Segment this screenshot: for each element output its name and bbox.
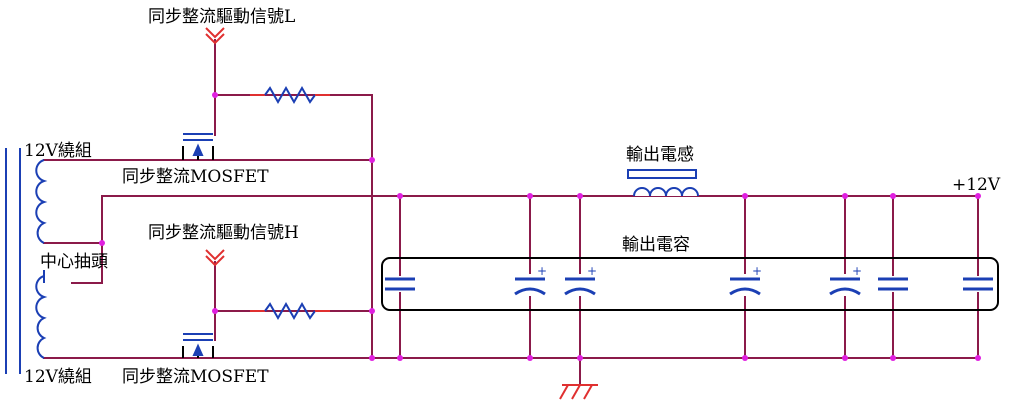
- junction-node: [369, 355, 375, 361]
- junction-node: [842, 355, 848, 361]
- junction-node: [99, 240, 105, 246]
- capacitor-electrolytic-2: +: [564, 264, 597, 296]
- capacitor-electrolytic-4: +: [829, 264, 862, 296]
- capacitor-ceramic-2: [878, 276, 908, 292]
- junction-node: [842, 193, 848, 199]
- capacitor-electrolytic-3: +: [729, 264, 762, 296]
- label-winding-top: 12V繞組: [24, 141, 92, 161]
- label-output-inductor: 輸出電感: [626, 145, 694, 165]
- label-output-voltage: +12V: [952, 175, 1001, 195]
- signal-arrows: [205, 27, 225, 267]
- svg-text:+: +: [587, 264, 597, 278]
- label-winding-bottom: 12V繞組: [24, 367, 92, 387]
- junction-node: [975, 193, 981, 199]
- label-drive-signal-h: 同步整流驅動信號H: [148, 223, 299, 243]
- mosfet-icon: [182, 133, 214, 160]
- label-output-capacitor: 輸出電容: [622, 235, 690, 255]
- transformer: [5, 148, 48, 374]
- label-drive-signal-l: 同步整流驅動信號L: [148, 7, 295, 27]
- label-center-tap: 中心抽頭: [40, 252, 108, 272]
- label-mosfet-bottom: 同步整流MOSFET: [122, 367, 269, 387]
- svg-text:+: +: [752, 264, 762, 278]
- inductor-core: [627, 169, 697, 179]
- svg-text:+: +: [852, 264, 862, 278]
- junction-node: [212, 92, 218, 98]
- capacitor-electrolytic-1: +: [514, 264, 547, 296]
- labels: 同步整流驅動信號L 同步整流驅動信號H 12V繞組 12V繞組 中心抽頭 同步整…: [24, 7, 1001, 387]
- junction-node: [742, 355, 748, 361]
- double-chevron-down-icon: [205, 27, 225, 45]
- ground-icon: [559, 384, 598, 400]
- output-capacitor-box: [381, 257, 999, 311]
- junction-node: [369, 157, 375, 163]
- junction-node: [527, 355, 533, 361]
- junction-node: [369, 308, 375, 314]
- svg-text:+: +: [537, 264, 547, 278]
- junction-node: [397, 193, 403, 199]
- inductor-coil: [633, 187, 699, 197]
- junction-node: [527, 193, 533, 199]
- top-winding-coil: [35, 159, 48, 244]
- resistors: [250, 85, 330, 321]
- output-inductor: [627, 169, 699, 197]
- mosfet-icon: [182, 333, 214, 358]
- resistor-bottom: [250, 301, 330, 321]
- junction-node: [890, 355, 896, 361]
- junction-node: [975, 355, 981, 361]
- resistor-top: [250, 85, 330, 105]
- junction-node: [577, 193, 583, 199]
- label-mosfet-top: 同步整流MOSFET: [122, 167, 269, 187]
- junction-nodes: [99, 92, 981, 361]
- junction-node: [212, 308, 218, 314]
- capacitor-ceramic-1: [385, 276, 415, 292]
- junction-node: [890, 193, 896, 199]
- bottom-winding-coil: [35, 275, 48, 359]
- junction-node: [397, 355, 403, 361]
- junction-node: [742, 193, 748, 199]
- junction-node: [577, 355, 583, 361]
- double-chevron-down-icon: [205, 249, 225, 267]
- capacitors: + + + +: [385, 264, 993, 296]
- capacitor-ceramic-3: [963, 276, 993, 292]
